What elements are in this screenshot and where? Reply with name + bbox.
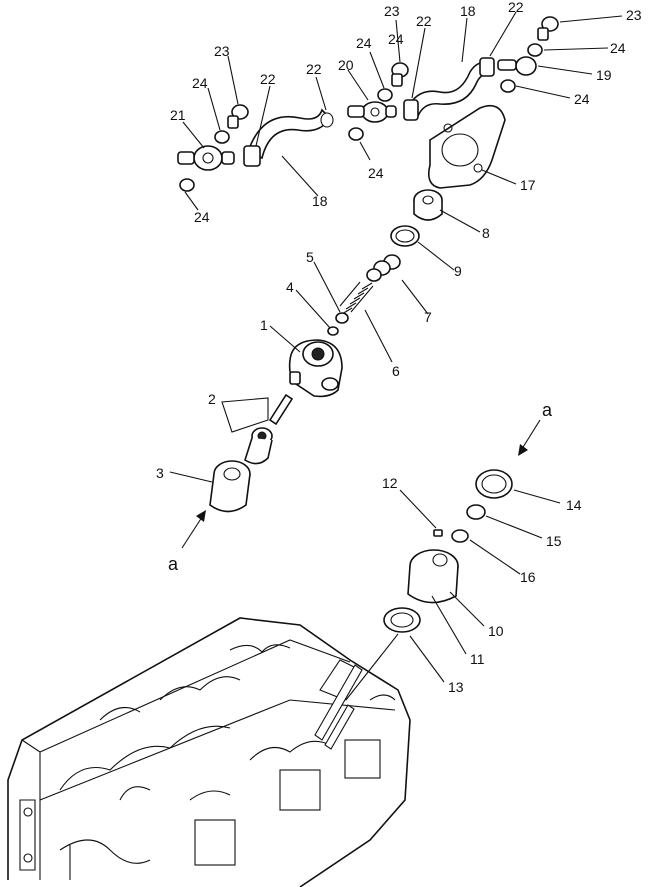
washer-24-a (214, 130, 230, 144)
callout-23-c: 23 (626, 7, 642, 23)
callout-22-d: 22 (508, 0, 524, 15)
callout-23-a: 23 (214, 43, 230, 59)
o-ring-9 (390, 225, 420, 247)
callout-16: 16 (520, 569, 536, 585)
hose-18-right (403, 57, 495, 121)
washer-24-e (527, 43, 543, 57)
cylinder-head (7, 617, 411, 887)
callout-24-d: 24 (368, 165, 384, 181)
callout-5: 5 (306, 249, 314, 265)
callout-13: 13 (448, 679, 464, 695)
pin-2 (244, 393, 294, 465)
ring-14 (475, 469, 513, 499)
callout-3: 3 (156, 465, 164, 481)
seat-5 (335, 312, 349, 324)
callout-10: 10 (488, 623, 504, 639)
callout-20: 20 (338, 57, 354, 73)
callout-18-left: 18 (312, 193, 328, 209)
valve-body-1 (288, 339, 343, 398)
connector-arrows (181, 419, 541, 549)
callout-8: 8 (482, 225, 490, 241)
callout-labels: 1 2 3 4 5 6 7 8 9 10 11 12 13 14 15 16 1… (156, 0, 642, 695)
bolt-23-middle (391, 62, 409, 87)
washer-24-b (179, 178, 195, 192)
callout-19: 19 (596, 67, 612, 83)
washer-24-c (348, 127, 364, 141)
callout-23-b: 23 (384, 3, 400, 19)
leader-lines (169, 11, 623, 701)
valve-7 (366, 254, 401, 282)
callout-18-right: 18 (460, 3, 476, 19)
callout-17: 17 (520, 177, 536, 193)
callout-24-b: 24 (194, 209, 210, 225)
washer-15 (451, 529, 469, 543)
washer-16 (466, 504, 486, 520)
callout-24-a: 24 (192, 75, 208, 91)
callout-24-f: 24 (574, 91, 590, 107)
nozzle-holder (314, 664, 363, 750)
callout-11: 11 (470, 651, 485, 667)
callout-22-b: 22 (306, 61, 322, 77)
callout-9: 9 (454, 263, 462, 279)
fitting-19 (497, 56, 537, 76)
hose-18-left (243, 108, 334, 167)
banjo-fitting-20 (347, 101, 397, 123)
callout-4: 4 (286, 279, 294, 295)
callout-24-e: 24 (610, 40, 626, 56)
callout-22-c: 22 (416, 13, 432, 29)
callout-1: 1 (260, 317, 268, 333)
washer-24-f (500, 79, 516, 93)
callout-22-a: 22 (260, 71, 276, 87)
banjo-fitting-21 (177, 145, 235, 171)
ball-4 (327, 326, 339, 336)
connector-a-right: a (542, 400, 553, 420)
body-10 (407, 549, 459, 604)
gasket-13 (383, 607, 421, 633)
bolt-23-right (537, 16, 559, 41)
washer-24-d (377, 88, 393, 102)
callout-12: 12 (382, 475, 398, 491)
spring-6 (339, 281, 374, 315)
bolt-23-left (227, 104, 249, 129)
connector-a-left: a (168, 554, 179, 574)
callout-15: 15 (546, 533, 562, 549)
fitting-8 (413, 189, 443, 221)
flange-17 (427, 104, 506, 189)
pin-12 (433, 529, 443, 537)
callout-14: 14 (566, 497, 582, 513)
callout-2: 2 (208, 391, 216, 407)
callout-24-g: 24 (388, 31, 404, 47)
callout-24-c: 24 (356, 35, 372, 51)
callout-21: 21 (170, 107, 186, 123)
callout-6: 6 (392, 363, 400, 379)
callout-7: 7 (424, 309, 432, 325)
cap-nut-3 (209, 460, 251, 513)
